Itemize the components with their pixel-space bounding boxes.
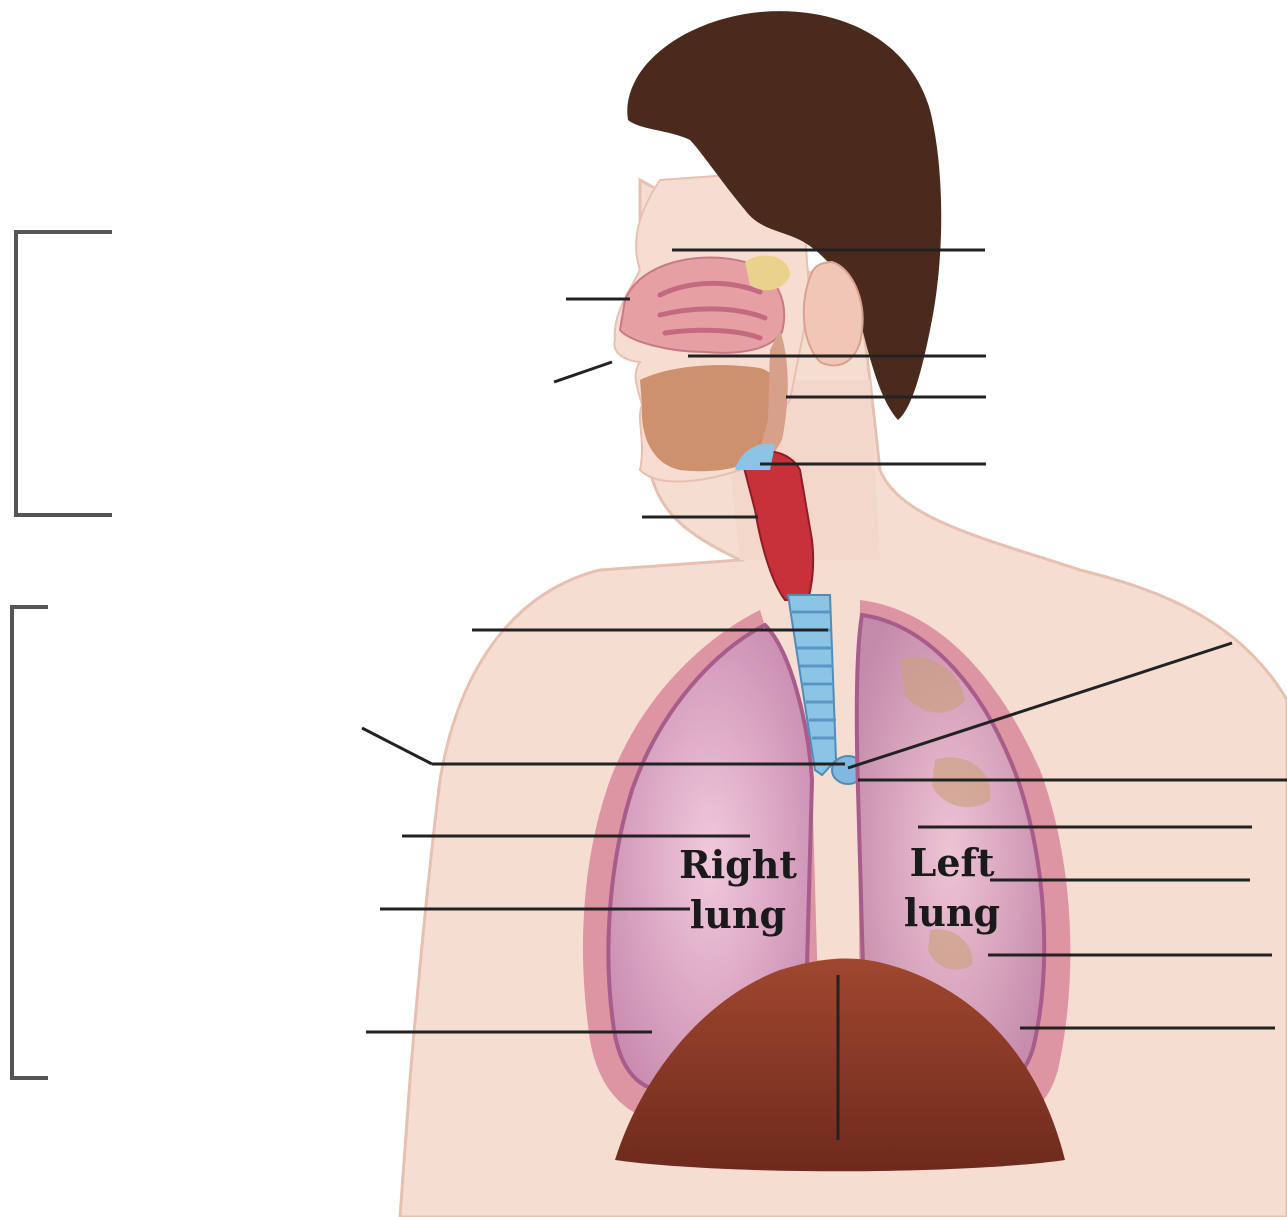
lower-tract-bracket bbox=[12, 607, 48, 1078]
right-lung-label-line1: Right bbox=[679, 842, 797, 887]
left-lung-label-line1: Left bbox=[910, 840, 995, 885]
leader-line-mouth bbox=[554, 362, 612, 382]
upper-tract-bracket bbox=[16, 232, 112, 515]
left-lung-label-line2: lung bbox=[904, 890, 1000, 935]
leader-line-pleura-diag bbox=[362, 728, 432, 764]
right-lung-label-line2: lung bbox=[690, 892, 786, 937]
